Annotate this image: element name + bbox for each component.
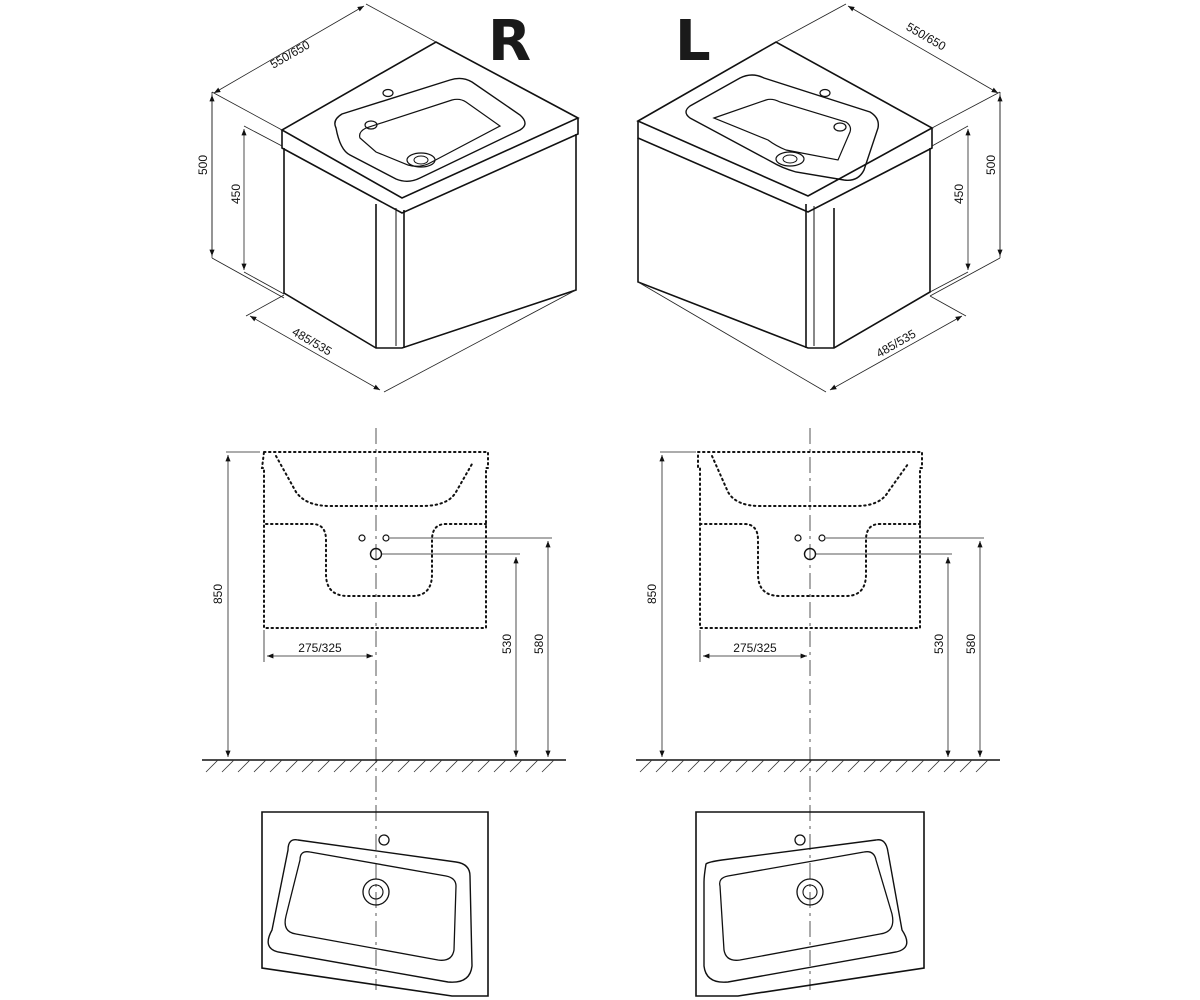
l-isometric-view: L 550/650 500 450 485/535 <box>636 3 1003 393</box>
r-front-elevation: 850 275/325 530 580 <box>202 428 566 990</box>
variant-letter-l: L <box>675 9 711 74</box>
l-offset-label: 275/325 <box>733 641 777 655</box>
l-height-inner-label: 450 <box>952 184 966 204</box>
variant-letter-r: R <box>488 9 531 74</box>
r-offset-label: 275/325 <box>298 641 342 655</box>
l-total-height-label: 850 <box>645 584 659 604</box>
r-height-inner-label: 450 <box>229 184 243 204</box>
r-tap-height-label: 580 <box>532 634 546 654</box>
r-height-outer-label: 500 <box>196 155 210 175</box>
r-depth-label: 485/535 <box>290 325 335 359</box>
r-total-height-label: 850 <box>211 584 225 604</box>
r-top-view <box>261 811 489 997</box>
r-drain-height-label: 530 <box>500 634 514 654</box>
l-width-label: 550/650 <box>904 20 949 54</box>
r-isometric-view: R 550/650 500 450 485/535 <box>196 3 580 393</box>
l-drain-height-label: 530 <box>932 634 946 654</box>
l-floor-hatch <box>639 759 989 773</box>
l-height-outer-label: 500 <box>984 155 998 175</box>
l-depth-label: 485/535 <box>874 326 919 360</box>
l-tap-height-label: 580 <box>964 634 978 654</box>
r-width-label: 550/650 <box>268 37 313 71</box>
l-front-elevation: 850 275/325 530 580 <box>636 428 1000 990</box>
r-floor-hatch <box>205 759 555 773</box>
l-top-view <box>695 811 925 997</box>
